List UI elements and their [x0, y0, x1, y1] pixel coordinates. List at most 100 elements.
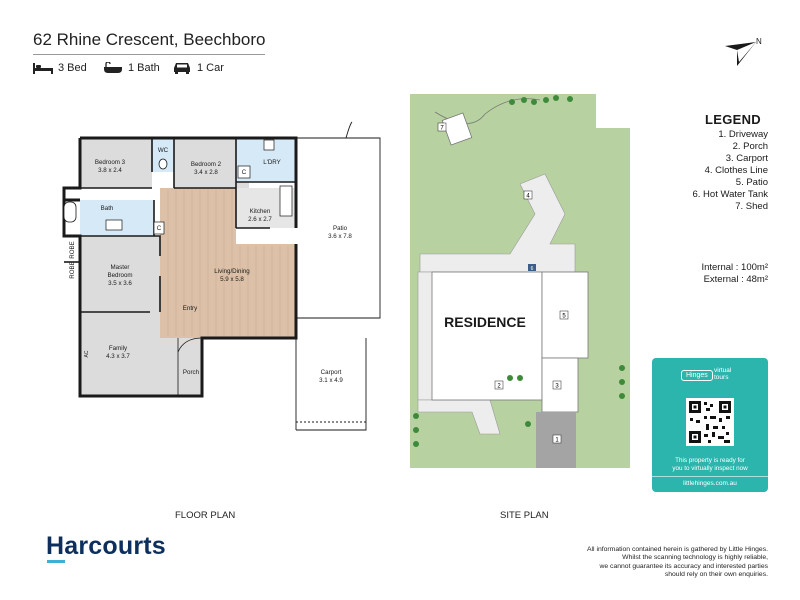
room-kitchen-name: Kitchen: [250, 208, 271, 215]
tour-message-2: you to virtually inspect now: [672, 465, 748, 472]
virtual-tours-tag: virtual tours: [714, 367, 731, 381]
tag-line-2: tours: [714, 374, 729, 381]
bath-feature: 1 Bath: [103, 62, 160, 74]
neighbour-cutout: [596, 94, 630, 128]
tour-url-link[interactable]: littlehinges.com.au: [683, 480, 737, 487]
legend-item: 1. Driveway: [718, 129, 768, 140]
porch-outline: [177, 337, 203, 397]
legend-item: 4. Clothes Line: [704, 165, 768, 176]
virtual-tour-card[interactable]: Hinges virtual tours This property is re…: [652, 358, 768, 492]
residence-footprint: [431, 271, 543, 401]
tour-message-1: This property is ready for: [675, 457, 745, 464]
room-bedroom2-name: Bedroom 2: [191, 161, 222, 168]
legend-title: LEGEND: [705, 112, 761, 127]
room-family-dims: 4.3 x 3.7: [106, 353, 130, 360]
hinges-logo: Hinges: [681, 370, 713, 381]
master-floor: [80, 236, 160, 312]
tag-line-1: virtual: [714, 367, 732, 374]
interior-walls: [64, 138, 296, 313]
disclaimer-line: should rely on their own enquiries.: [664, 571, 768, 579]
disclaimer: All information contained herein is gath…: [538, 546, 768, 580]
site-plan-caption: SITE PLAN: [500, 510, 549, 521]
marker-clothes-line: 4: [526, 194, 530, 200]
bathtub-icon: [63, 201, 77, 223]
marker-shed: 7: [440, 126, 444, 132]
north-label: N: [756, 37, 762, 46]
room-wc-name: WC: [158, 147, 169, 154]
room-master-name2: Bedroom: [107, 272, 132, 279]
wc-floor: [152, 138, 174, 172]
ac-label: AC: [84, 350, 90, 357]
bed-feature: 3 Bed: [33, 62, 87, 74]
external-area: External : 48m²: [703, 274, 768, 285]
car-icon: [174, 63, 190, 74]
room-living-name: Living/Dining: [214, 268, 250, 275]
disclaimer-line: we cannot guarantee its accuracy and int…: [599, 562, 768, 570]
garden-shrubs: [413, 95, 625, 447]
marker-hot-water-tank: 6: [531, 266, 534, 272]
floor-plan: Bedroom 3 3.8 x 2.4 WC Bedroom 2 3.4 x 2…: [62, 121, 381, 431]
qr-code-icon[interactable]: [686, 398, 734, 446]
north-arrow-icon: N: [725, 37, 762, 66]
disclaimer-line: All information contained herein is gath…: [587, 546, 768, 553]
marker-porch: 2: [497, 384, 501, 390]
car-count: 1 Car: [197, 62, 224, 74]
marker-carport: 3: [555, 384, 559, 390]
vanity-icon: [105, 219, 123, 231]
room-bedroom3-name: Bedroom 3: [95, 159, 126, 166]
room-robe2-name: ROBE: [69, 261, 76, 279]
room-porch-name: Porch: [183, 369, 200, 376]
car-feature: 1 Car: [172, 62, 224, 74]
room-master-dims: 3.5 x 3.6: [108, 280, 132, 287]
stove-icon: [279, 185, 293, 217]
property-address: 62 Rhine Crescent, Beechboro: [33, 30, 266, 49]
site-markers: 1 2 3 4 5 6 7: [437, 122, 569, 444]
floor-plan-caption: FLOOR PLAN: [175, 510, 236, 521]
room-bedroom3-dims: 3.8 x 2.4: [98, 167, 122, 174]
bath-icon: [104, 62, 122, 73]
room-bath-name: Bath: [101, 205, 114, 212]
shed-footprint: [441, 112, 473, 146]
living-floorboards: [167, 190, 289, 336]
room-bedroom2-dims: 3.4 x 2.8: [194, 169, 218, 176]
harcourts-logo: Harcourts: [46, 532, 166, 560]
disclaimer-line: Whilst the scanning technology is highly…: [622, 554, 768, 562]
tour-divider: [652, 476, 768, 477]
carport-outline: [295, 338, 367, 431]
marker-driveway: 1: [555, 438, 559, 444]
legend-item: 6. Hot Water Tank: [692, 189, 768, 200]
laundry-tub-icon: [263, 139, 275, 151]
living-floor: [160, 188, 296, 338]
room-robe1-name: ROBE: [69, 241, 76, 259]
residence-label: RESIDENCE: [444, 314, 526, 330]
address-divider: [33, 54, 265, 55]
cupboard-label-laundry: C: [242, 169, 247, 176]
bath-count: 1 Bath: [128, 62, 160, 74]
internal-area: Internal : 100m²: [701, 262, 768, 273]
hot-water-tank-icon: [528, 264, 536, 271]
room-patio-name: Patio: [333, 225, 348, 232]
bed-icon: [33, 63, 53, 74]
room-carport-name: Carport: [321, 369, 342, 376]
laundry-cupboard: [237, 165, 251, 179]
logo-accent-bar: [47, 560, 65, 563]
room-laundry-name: L'DRY: [263, 159, 281, 166]
bath-floor: [80, 200, 154, 236]
legend-item: 2. Porch: [732, 141, 768, 152]
legend-item: 7. Shed: [735, 201, 768, 212]
room-master-name: Master: [111, 264, 130, 271]
patio-outline: [296, 121, 381, 319]
room-family-name: Family: [109, 345, 128, 352]
legend-item: 5. Patio: [735, 177, 768, 188]
site-plan: 1 2 3 4 5 6 7 RESIDENCE: [410, 94, 630, 468]
toilet-icon: [158, 158, 168, 170]
legend-item: 3. Carport: [725, 153, 768, 164]
bed-count: 3 Bed: [58, 62, 87, 74]
cupboard-label-bath: C: [157, 225, 162, 232]
room-carport-dims: 3.1 x 4.9: [319, 377, 343, 384]
room-living-dims: 5.9 x 5.8: [220, 276, 244, 283]
room-patio-dims: 3.6 x 7.8: [328, 233, 352, 240]
bedroom3-floor: [80, 138, 152, 188]
bath-cupboard: [153, 221, 165, 235]
room-kitchen-dims: 2.6 x 2.7: [248, 216, 272, 223]
